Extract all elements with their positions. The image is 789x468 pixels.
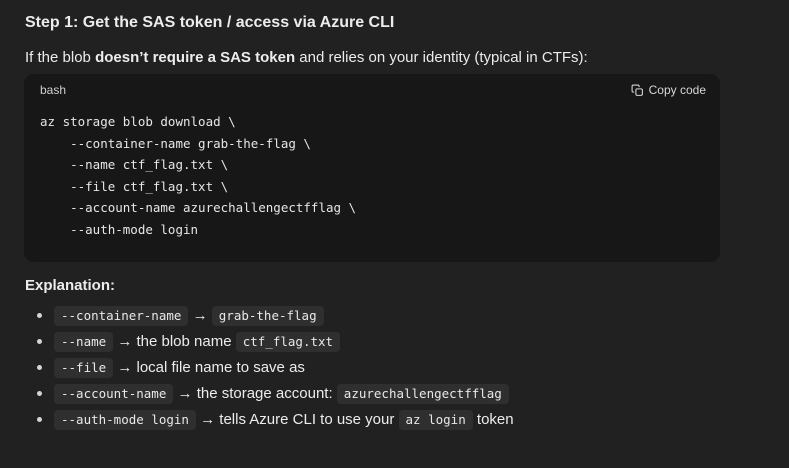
- inline-code-chip: --container-name: [54, 306, 189, 326]
- code-block: bash Copy code az storage blob download …: [24, 74, 720, 262]
- inline-code-chip: --file: [54, 358, 114, 378]
- list-item: --name → the blob name ctf_flag.txt: [37, 331, 719, 352]
- intro-paragraph: If the blob doesn’t require a SAS token …: [25, 48, 719, 68]
- code-content: az storage blob download \ --container-n…: [40, 114, 357, 237]
- bullet-text: → tells Azure CLI to use your: [195, 411, 399, 428]
- code-block-header: bash Copy code: [24, 74, 720, 102]
- explanation-heading: Explanation:: [25, 277, 116, 294]
- inline-code-chip: grab-the-flag: [211, 306, 324, 326]
- list-item: --container-name → grab-the-flag: [37, 305, 719, 326]
- inline-code-chip: --auth-mode login: [54, 410, 196, 430]
- copy-icon: [631, 84, 644, 97]
- inline-code-chip: ctf_flag.txt: [235, 332, 341, 352]
- inline-code-chip: azurechallengectfflag: [336, 384, 509, 404]
- list-item: --file → local file name to save as: [37, 357, 719, 378]
- intro-text-post: and relies on your identity (typical in …: [295, 49, 588, 66]
- explanation-list: --container-name → grab-the-flag --name →…: [25, 305, 719, 430]
- copy-code-button[interactable]: Copy code: [631, 83, 706, 98]
- list-item: --account-name → the storage account: az…: [37, 383, 719, 404]
- copy-code-label: Copy code: [648, 83, 706, 97]
- bullet-text: token: [472, 411, 514, 428]
- inline-code-chip: az login: [398, 410, 473, 430]
- bullet-text: → the storage account:: [173, 385, 337, 402]
- list-item: --auth-mode login → tells Azure CLI to u…: [37, 409, 719, 430]
- inline-code-chip: --account-name: [54, 384, 174, 404]
- intro-bold-text: doesn’t require a SAS token: [95, 49, 296, 66]
- chat-message: Step 1: Get the SAS token / access via A…: [0, 12, 789, 430]
- inline-code-chip: --name: [54, 332, 114, 352]
- code-language-label: bash: [40, 83, 67, 97]
- step-heading: Step 1: Get the SAS token / access via A…: [25, 14, 395, 31]
- bullet-text: →: [188, 307, 212, 324]
- bullet-text: → local file name to save as: [113, 359, 305, 376]
- intro-text-pre: If the blob: [25, 49, 96, 66]
- bullet-text: → the blob name: [113, 333, 236, 350]
